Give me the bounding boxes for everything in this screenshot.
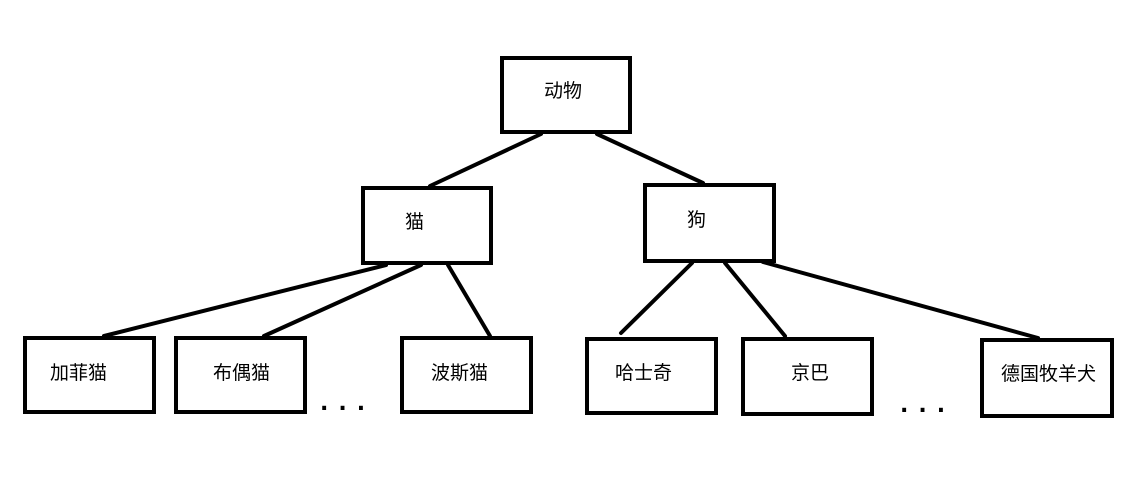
edge-dog-german-shepherd xyxy=(761,260,1040,340)
node-animal-label: 动物 xyxy=(544,80,583,102)
edge-root-dog xyxy=(595,132,705,185)
node-pekingese: 京巴 xyxy=(741,337,874,416)
edge-cat-garfield xyxy=(102,263,388,338)
node-ragdoll-label: 布偶猫 xyxy=(213,362,271,384)
ellipsis-cats: ... xyxy=(320,391,376,416)
node-husky: 哈士奇 xyxy=(585,337,718,415)
node-husky-label: 哈士奇 xyxy=(615,362,673,384)
node-cat: 猫 xyxy=(361,186,493,265)
edge-root-cat xyxy=(428,132,543,188)
node-cat-label: 猫 xyxy=(405,211,425,233)
ellipsis-dogs: ... xyxy=(900,393,956,418)
node-ragdoll: 布偶猫 xyxy=(174,336,307,414)
edge-cat-ragdoll xyxy=(262,263,423,338)
node-dog-label: 狗 xyxy=(687,209,707,231)
node-animal: 动物 xyxy=(500,56,632,134)
node-german-shepherd: 德国牧羊犬 xyxy=(980,338,1114,418)
edge-dog-husky xyxy=(619,261,694,335)
edge-cat-persian xyxy=(446,263,492,338)
node-german-shepherd-label: 德国牧羊犬 xyxy=(1001,363,1097,385)
node-garfield: 加菲猫 xyxy=(23,336,156,414)
node-dog: 狗 xyxy=(643,183,776,263)
node-persian-label: 波斯猫 xyxy=(431,362,489,384)
node-pekingese-label: 京巴 xyxy=(791,362,830,384)
node-garfield-label: 加菲猫 xyxy=(50,362,108,384)
node-persian: 波斯猫 xyxy=(400,336,533,414)
edge-dog-pekingese xyxy=(723,261,787,338)
